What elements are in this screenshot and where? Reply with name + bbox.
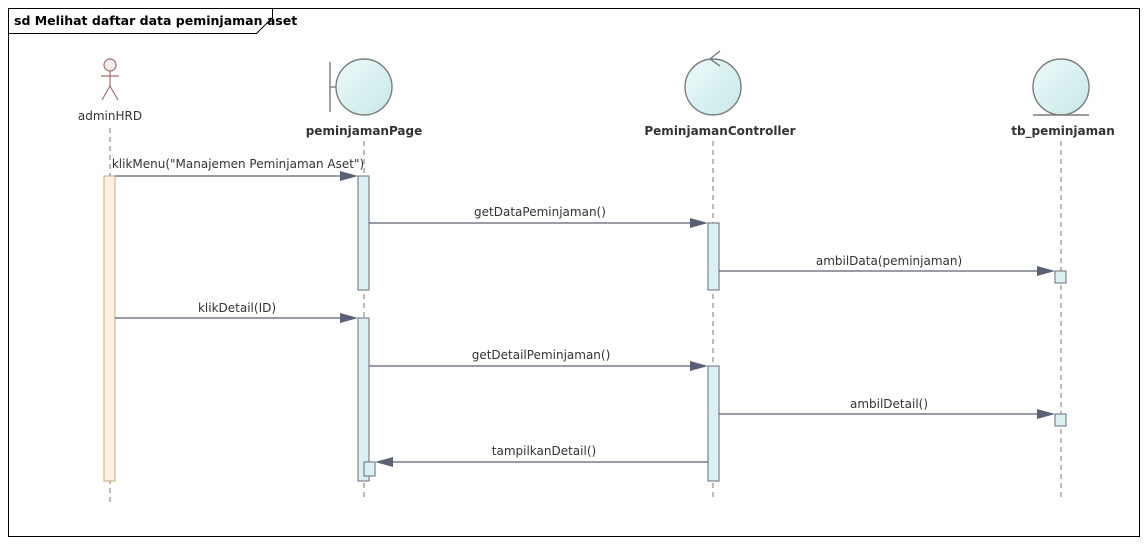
lifeline-PeminjamanController: PeminjamanController — [644, 50, 796, 138]
frame-border — [8, 8, 1140, 537]
message-getDetailPeminjaman: getDetailPeminjaman() — [369, 348, 708, 371]
lifeline-label-PeminjamanController: PeminjamanController — [644, 124, 795, 138]
message-arrowhead — [690, 361, 708, 371]
lifeline-tb_peminjaman: tb_peminjaman — [1011, 58, 1115, 139]
message-label: getDetailPeminjaman() — [472, 348, 611, 362]
activation-bar-peminjamanPage — [357, 175, 370, 291]
activation-bar-peminjamanPage — [357, 317, 370, 482]
message-getDataPeminjaman: getDataPeminjaman() — [369, 205, 708, 228]
message-label: ambilData(peminjaman) — [816, 254, 962, 268]
message-label: getDataPeminjaman() — [474, 205, 606, 219]
activation-bar-peminjamanPage-self — [363, 461, 376, 477]
activation-bar-adminHRD — [103, 175, 116, 482]
lifeline-label-tb_peminjaman: tb_peminjaman — [1011, 124, 1115, 139]
messages: klikMenu("Manajemen Peminjaman Aset") ge… — [112, 157, 1055, 467]
message-arrowhead — [340, 313, 358, 323]
message-label: klikMenu("Manajemen Peminjaman Aset") — [112, 157, 364, 171]
activation-bar-tb_peminjaman — [1054, 413, 1067, 427]
message-arrowhead — [1037, 409, 1055, 419]
message-klikMenu: klikMenu("Manajemen Peminjaman Aset") — [112, 157, 364, 181]
message-ambilData: ambilData(peminjaman) — [719, 254, 1055, 276]
lifeline-adminHRD: adminHRD — [78, 58, 142, 123]
message-ambilDetail: ambilDetail() — [719, 397, 1055, 419]
entity-icon — [1032, 58, 1090, 116]
control-icon — [684, 50, 742, 116]
message-label: tampilkanDetail() — [492, 444, 596, 458]
diagram-frame: sd Melihat daftar data peminjaman aset — [8, 8, 1140, 537]
frame-title: sd Melihat daftar data peminjaman aset — [14, 13, 297, 28]
message-arrowhead — [1037, 266, 1055, 276]
activation-bar-PeminjamanController — [707, 222, 720, 291]
boundary-icon — [329, 58, 393, 116]
message-arrowhead — [690, 218, 708, 228]
message-label: ambilDetail() — [850, 397, 928, 411]
message-klikDetail: klikDetail(ID) — [115, 301, 358, 323]
activation-bars — [103, 175, 1067, 482]
lifeline-label-adminHRD: adminHRD — [78, 109, 142, 123]
lifeline-peminjamanPage: peminjamanPage — [306, 58, 423, 138]
frame-title-tab — [8, 8, 273, 34]
message-arrowhead — [375, 457, 393, 467]
lifeline-label-peminjamanPage: peminjamanPage — [306, 124, 423, 138]
activation-bar-tb_peminjaman — [1054, 270, 1067, 284]
message-arrowhead — [340, 171, 358, 181]
message-tampilkanDetail: tampilkanDetail() — [375, 444, 708, 467]
activation-bar-PeminjamanController — [707, 365, 720, 482]
actor-icon — [101, 58, 119, 101]
message-label: klikDetail(ID) — [198, 301, 276, 315]
